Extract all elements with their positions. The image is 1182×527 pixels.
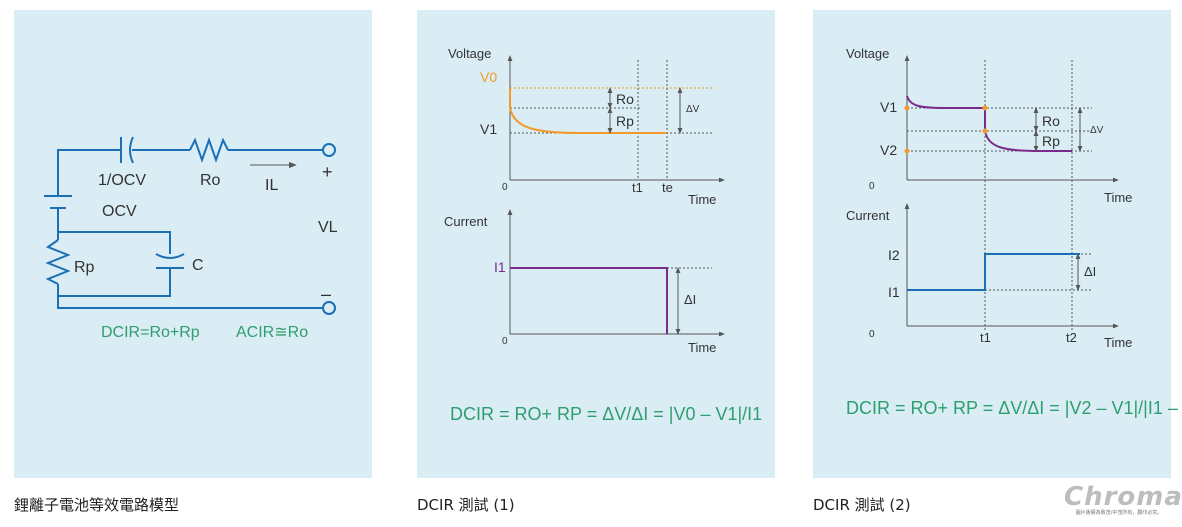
wire-bottom bbox=[57, 296, 323, 309]
dcir-test2-panel bbox=[813, 10, 1171, 478]
resistor-rp bbox=[45, 239, 71, 285]
chroma-logo-subtext: 圖片版權為致茂/中茂所有，翻印必究。 bbox=[1075, 510, 1163, 516]
circuit-diagram bbox=[44, 136, 336, 315]
test2-t1-label: t1 bbox=[980, 330, 991, 345]
test1-t1-label: t1 bbox=[632, 180, 643, 195]
wire-rc-top bbox=[58, 231, 171, 254]
capacitor-c-top bbox=[155, 253, 185, 259]
label-voltage-vl: VL bbox=[318, 219, 338, 236]
chroma-logo-word: Chroma bbox=[1064, 482, 1182, 512]
terminal-plus bbox=[322, 143, 336, 157]
test2-current-curve bbox=[907, 253, 1080, 291]
label-c: C bbox=[192, 257, 204, 274]
label-minus: – bbox=[321, 284, 331, 304]
capacitor-top-plate-right bbox=[129, 136, 134, 164]
test2-dv-label: ΔV bbox=[1090, 125, 1104, 136]
test2-ro-label: Ro bbox=[1042, 113, 1060, 129]
test2-i2-label: I2 bbox=[888, 247, 900, 263]
caption-test2: DCIR 測試 (2) bbox=[813, 496, 911, 514]
label-capacitor-top: 1/OCV bbox=[98, 172, 146, 189]
test1-origin-i: 0 bbox=[502, 336, 508, 347]
test1-di-label: ΔI bbox=[684, 292, 696, 307]
test2-t1-v1-dot bbox=[982, 105, 988, 111]
test2-v2-dot bbox=[904, 148, 910, 154]
test1-voltage-graph bbox=[507, 55, 725, 183]
label-resistor-ro: Ro bbox=[200, 172, 221, 189]
test1-origin-v: 0 bbox=[502, 182, 508, 193]
test2-origin-v: 0 bbox=[869, 181, 875, 192]
circuit-panel bbox=[14, 10, 372, 478]
test1-current-curve bbox=[510, 267, 668, 334]
test2-time-label-i: Time bbox=[1104, 335, 1132, 350]
test1-dv-label: ΔV bbox=[686, 104, 700, 115]
test1-i1-label: I1 bbox=[494, 259, 506, 275]
test1-current-axis-label: Current bbox=[444, 214, 488, 229]
test2-current-axis-label: Current bbox=[846, 208, 890, 223]
test2-rp-label: Rp bbox=[1042, 133, 1060, 149]
test2-v2-label: V2 bbox=[880, 142, 897, 158]
test1-dcir-formula: DCIR = RO+ RP = ΔV/ΔI = |V0 – V1|/I1 bbox=[450, 404, 762, 424]
label-current-il: IL bbox=[265, 177, 278, 194]
test2-i1-label: I1 bbox=[888, 284, 900, 300]
test2-voltage-axis-label: Voltage bbox=[846, 46, 889, 61]
test2-time-label-v: Time bbox=[1104, 190, 1132, 205]
caption-circuit: 鋰離子電池等效電路模型 bbox=[14, 496, 180, 514]
test1-te-label: te bbox=[662, 180, 673, 195]
test1-voltage-curve bbox=[509, 88, 667, 134]
test1-ro-label: Ro bbox=[616, 91, 634, 107]
label-rp: Rp bbox=[74, 259, 95, 276]
test1-v0-label: V0 bbox=[480, 69, 497, 85]
wire-top-left bbox=[57, 149, 120, 196]
formula-dcir-circuit: DCIR=Ro+Rp bbox=[101, 324, 200, 341]
test2-v1-label: V1 bbox=[880, 99, 897, 115]
test1-rp-label: Rp bbox=[616, 113, 634, 129]
test2-t2-label: t2 bbox=[1066, 330, 1077, 345]
test2-dcir-formula: DCIR = RO+ RP = ΔV/ΔI = |V2 – V1|/|I1 – … bbox=[846, 398, 1182, 418]
test2-di-label: ΔI bbox=[1084, 264, 1096, 279]
test1-time-label-i: Time bbox=[688, 340, 716, 355]
test1-current-graph bbox=[507, 209, 725, 337]
test1-v1-label: V1 bbox=[480, 121, 497, 137]
test2-t1-ro-dot bbox=[982, 128, 988, 134]
test1-time-label-v: Time bbox=[688, 192, 716, 207]
label-plus: + bbox=[322, 162, 333, 182]
test1-voltage-axis-label: Voltage bbox=[448, 46, 491, 61]
caption-test1: DCIR 測試 (1) bbox=[417, 496, 515, 514]
formula-acir-circuit: ACIR≅Ro bbox=[236, 324, 308, 341]
test2-v1-dot bbox=[904, 105, 910, 111]
test2-origin-i: 0 bbox=[869, 329, 875, 340]
test2-current-graph bbox=[904, 203, 1119, 329]
resistor-ro bbox=[189, 136, 229, 164]
wire-rc-bottom bbox=[58, 268, 171, 297]
chroma-logo: Chroma 圖片版權為致茂/中茂所有，翻印必究。 bbox=[1064, 482, 1182, 517]
label-battery-ocv: OCV bbox=[102, 203, 137, 220]
terminal-minus bbox=[322, 301, 336, 315]
